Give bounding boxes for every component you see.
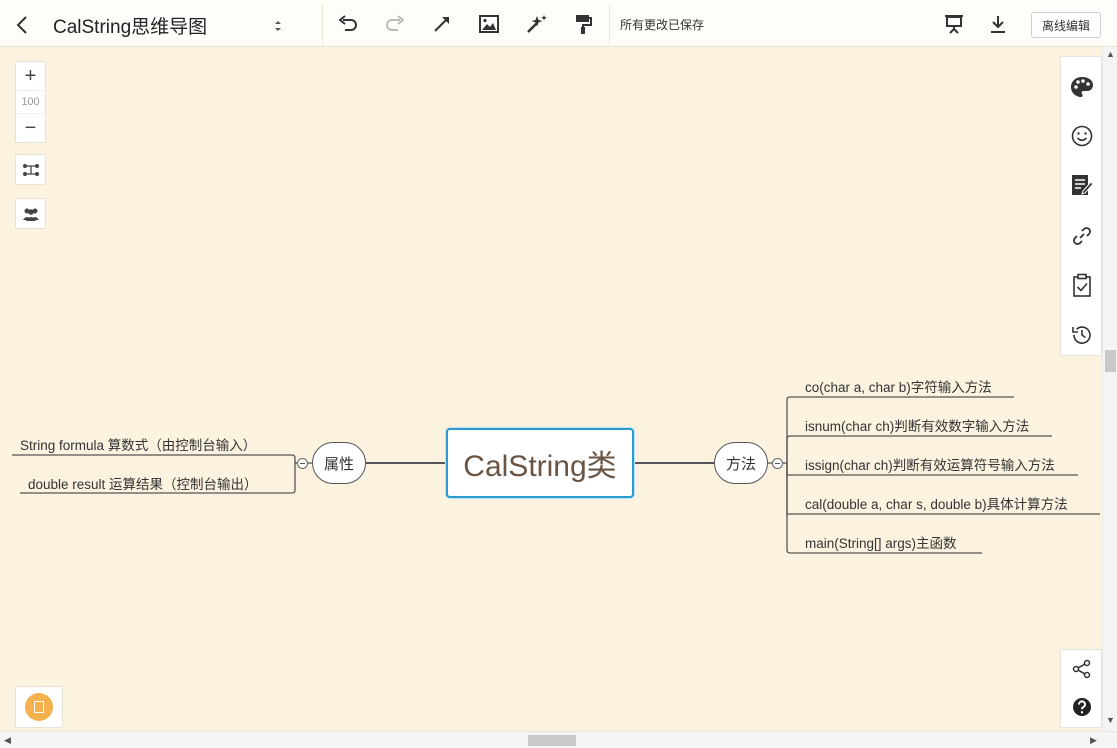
structure-icon[interactable] [15, 154, 46, 185]
scroll-down-icon[interactable]: ▼ [1106, 715, 1115, 725]
scroll-right-icon[interactable]: ▶ [1090, 735, 1097, 745]
root-topic[interactable]: CalString类 [446, 428, 634, 498]
vertical-scroll-thumb[interactable] [1105, 350, 1116, 372]
zoom-level: 100 [16, 90, 45, 114]
presentation-icon[interactable] [939, 10, 969, 38]
emoji-icon[interactable] [1067, 121, 1097, 151]
right-bottom-panel [1060, 649, 1102, 728]
leaf-method-co[interactable]: co(char a, char b)字符输入方法 [805, 380, 992, 395]
share-icon[interactable] [1067, 654, 1097, 684]
undo-icon[interactable] [333, 10, 363, 38]
toolbar-divider [322, 4, 323, 45]
back-icon[interactable] [8, 11, 36, 39]
leaf-result[interactable]: double result 运算结果（控制台输出） [28, 477, 258, 492]
branch-attributes[interactable]: 属性 [312, 442, 366, 484]
collaborators-icon[interactable] [15, 198, 46, 229]
format-painter-icon[interactable] [568, 10, 598, 38]
title-switch-icon[interactable] [268, 15, 288, 37]
top-toolbar: CalString思维导图 所有更改已保存 离线编辑 [0, 0, 1117, 47]
palette-icon[interactable] [1067, 72, 1097, 102]
zoom-out-button[interactable]: − [24, 117, 37, 139]
relation-line-icon[interactable] [427, 10, 457, 38]
vertical-scrollbar[interactable]: ▲ ▼ [1102, 47, 1117, 731]
collapse-attributes-icon[interactable] [297, 458, 308, 469]
note-edit-icon[interactable] [1067, 170, 1097, 200]
zoom-control: + 100 − [15, 61, 46, 143]
save-status: 所有更改已保存 [620, 18, 705, 32]
task-icon[interactable] [1067, 270, 1097, 300]
redo-icon[interactable] [380, 10, 410, 38]
image-icon[interactable] [474, 10, 504, 38]
collapse-methods-icon[interactable] [772, 458, 783, 469]
magic-wand-icon[interactable] [522, 10, 552, 38]
zoom-in-button[interactable]: + [24, 65, 37, 87]
toolbar-divider [609, 4, 610, 45]
offline-edit-button[interactable]: 离线编辑 [1031, 12, 1101, 38]
scroll-up-icon[interactable]: ▲ [1106, 49, 1115, 59]
leaf-method-main[interactable]: main(String[] args)主函数 [805, 536, 957, 551]
leaf-method-isnum[interactable]: isnum(char ch)判断有效数字输入方法 [805, 419, 1030, 434]
branch-methods[interactable]: 方法 [714, 442, 768, 484]
history-icon[interactable] [1067, 320, 1097, 350]
leaf-formula[interactable]: String formula 算数式（由控制台输入） [20, 438, 257, 453]
scroll-left-icon[interactable]: ◀ [4, 735, 11, 745]
download-icon[interactable] [983, 10, 1013, 38]
user-avatar-button[interactable] [15, 686, 63, 728]
avatar [25, 693, 53, 721]
horizontal-scrollbar[interactable]: ◀ ▶ [0, 731, 1117, 748]
right-tool-panel [1060, 56, 1102, 356]
leaf-method-cal[interactable]: cal(double a, char s, double b)具体计算方法 [805, 497, 1068, 512]
link-icon[interactable] [1067, 221, 1097, 251]
leaf-method-issign[interactable]: issign(char ch)判断有效运算符号输入方法 [805, 458, 1055, 473]
document-title[interactable]: CalString思维导图 [53, 17, 208, 38]
horizontal-scroll-thumb[interactable] [528, 735, 576, 746]
help-icon[interactable] [1067, 692, 1097, 722]
